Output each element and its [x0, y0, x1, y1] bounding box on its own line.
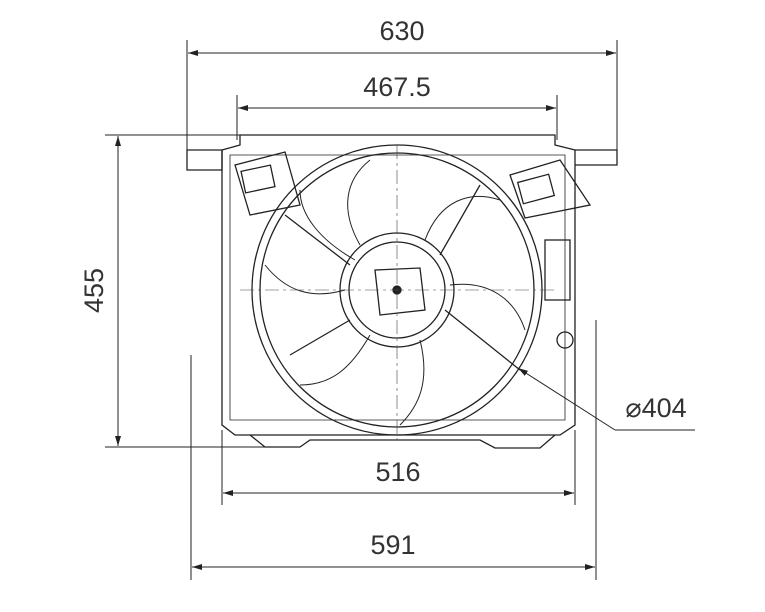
center-lines: [240, 145, 555, 440]
dim-fan-diameter: ⌀404: [625, 393, 687, 423]
dim-591: 591: [370, 530, 416, 560]
dimension-lines: [105, 40, 695, 580]
fan-assembly: [186, 134, 618, 449]
dim-455: 455: [79, 267, 110, 314]
dim-516: 516: [375, 457, 421, 487]
dim-630: 630: [379, 16, 425, 46]
dim-467-5: 467.5: [363, 72, 431, 102]
